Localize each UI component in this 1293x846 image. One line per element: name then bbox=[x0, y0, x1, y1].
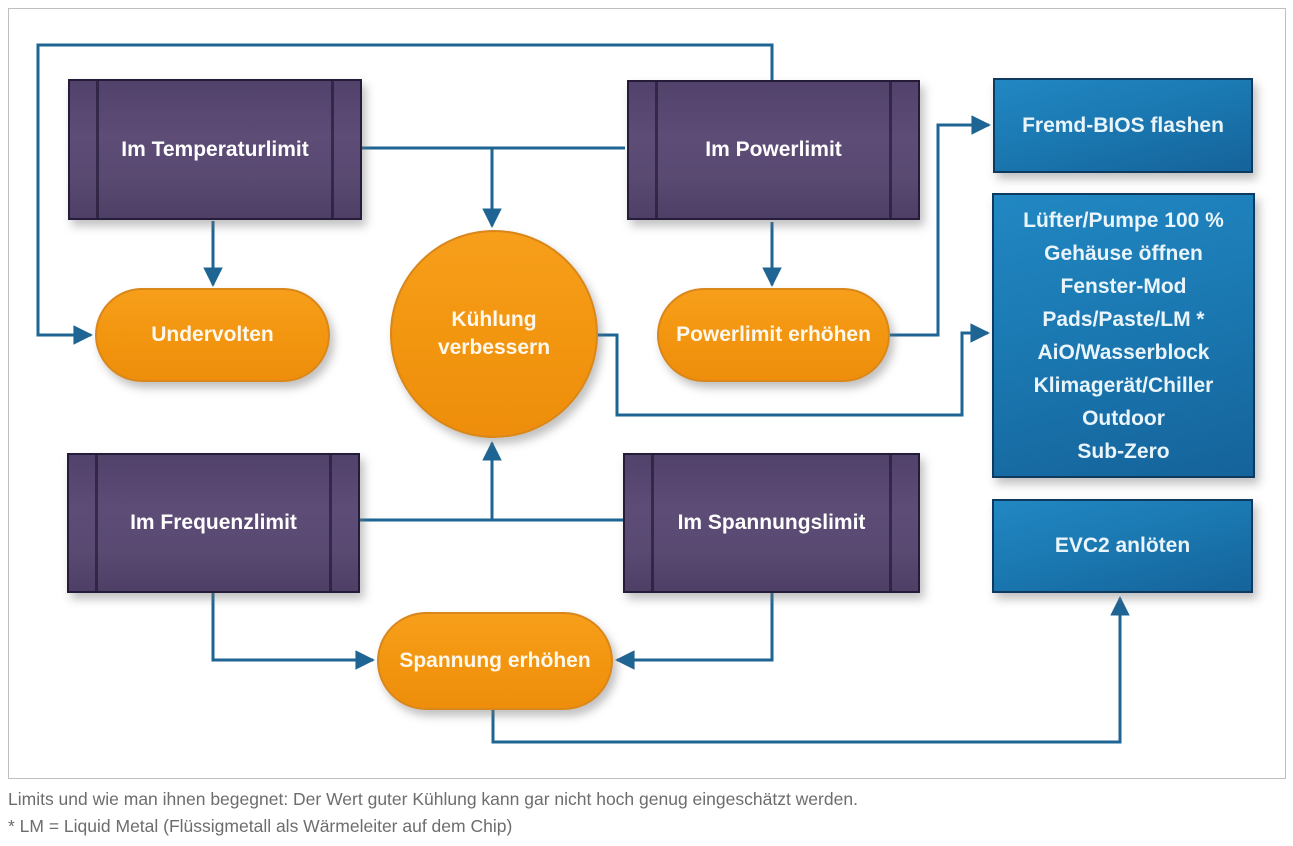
node-label: Powerlimit erhöhen bbox=[676, 323, 871, 346]
cooling-option: Outdoor bbox=[1082, 406, 1165, 430]
cooling-option: Lüfter/Pumpe 100 % bbox=[1023, 208, 1224, 232]
cooling-option: Gehäuse öffnen bbox=[1044, 241, 1203, 265]
node-temperaturlimit: Im Temperaturlimit bbox=[68, 79, 362, 220]
cooling-option: Fenster-Mod bbox=[1060, 274, 1187, 298]
caption-line-1: Limits und wie man ihnen begegnet: Der W… bbox=[8, 789, 858, 809]
caption-line-2: * LM = Liquid Metal (Flüssigmetall als W… bbox=[8, 816, 513, 836]
node-label: Undervolten bbox=[151, 323, 274, 346]
node-frequenzlimit: Im Frequenzlimit bbox=[67, 453, 360, 593]
node-label: EVC2 anlöten bbox=[1054, 534, 1191, 557]
node-label: Fremd-BIOS flashen bbox=[1022, 113, 1224, 137]
node-cooling-options: Lüfter/Pumpe 100 % Gehäuse öffnen Fenste… bbox=[992, 193, 1255, 478]
cooling-option: Klimagerät/Chiller bbox=[1033, 373, 1214, 397]
node-label: Im Frequenzlimit bbox=[130, 511, 297, 534]
caption: Limits und wie man ihnen begegnet: Der W… bbox=[8, 786, 858, 840]
node-spannungslimit: Im Spannungslimit bbox=[623, 453, 920, 593]
node-label: Im Powerlimit bbox=[705, 138, 842, 161]
node-fremd-bios-flashen: Fremd-BIOS flashen bbox=[993, 78, 1253, 173]
node-powerlimit-erhoehen: Powerlimit erhöhen bbox=[657, 288, 890, 382]
node-label: Kühlung verbessern bbox=[437, 308, 551, 359]
node-evc2-anloeten: EVC2 anlöten bbox=[992, 499, 1253, 593]
node-powerlimit: Im Powerlimit bbox=[627, 80, 920, 220]
cooling-option: Pads/Paste/LM * bbox=[1042, 307, 1205, 331]
node-label: Im Spannungslimit bbox=[677, 511, 866, 534]
node-undervolten: Undervolten bbox=[95, 288, 330, 382]
node-spannung-erhoehen: Spannung erhöhen bbox=[377, 612, 613, 710]
cooling-option: Sub-Zero bbox=[1077, 439, 1170, 463]
cooling-option: AiO/Wasserblock bbox=[1037, 340, 1210, 364]
node-label: Im Temperaturlimit bbox=[121, 137, 309, 161]
node-label: Spannung erhöhen bbox=[399, 649, 591, 672]
node-kuehlung-verbessern: Kühlung verbessern bbox=[390, 230, 598, 438]
